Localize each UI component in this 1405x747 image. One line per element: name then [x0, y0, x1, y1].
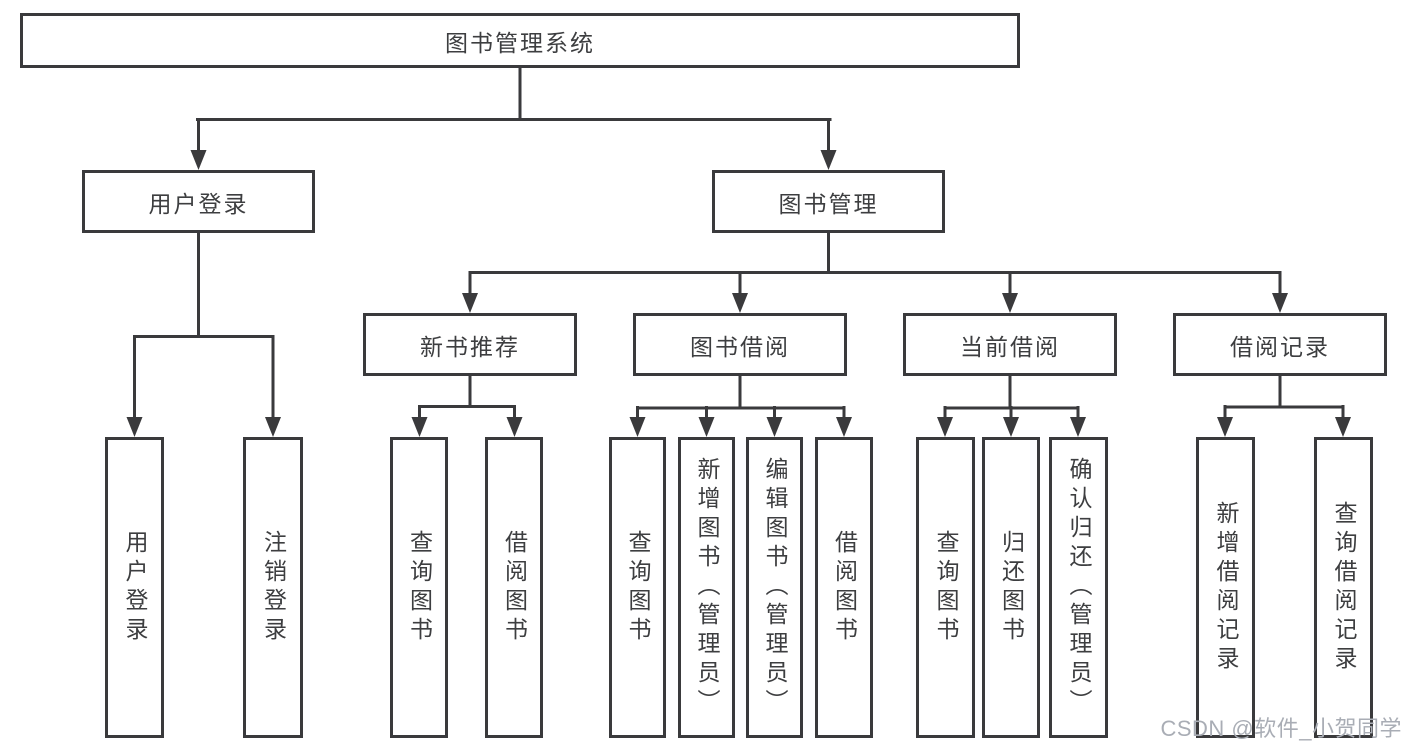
node-label: 图书借阅: [690, 333, 790, 360]
node-query-books-borrowing: 查询图书: [609, 437, 666, 738]
node-label: 查询图书: [933, 529, 959, 646]
node-book-borrowing: 图书借阅: [633, 313, 847, 376]
node-label: 当前借阅: [960, 333, 1060, 360]
node-label: 借阅记录: [1230, 333, 1330, 360]
connector-new-books-to-children: [418, 376, 516, 424]
node-label: 用户登录: [148, 190, 249, 217]
connector-user-login-to-children: [133, 233, 275, 424]
node-query-borrow-record: 查询借阅记录: [1314, 437, 1373, 738]
arrow-new-books: [462, 293, 478, 313]
node-label: 新增图书（管理员）: [694, 457, 720, 718]
arrow-borrow-records: [1272, 293, 1288, 313]
arrow-cb-query: [937, 417, 953, 437]
node-label: 确认归还（管理员）: [1066, 457, 1092, 718]
node-label: 图书管理: [778, 190, 879, 217]
node-confirm-return-admin: 确认归还（管理员）: [1049, 437, 1108, 738]
arrow-logout-leaf: [265, 417, 281, 437]
node-label: 归还图书: [998, 529, 1025, 646]
node-label: 查询图书: [625, 529, 651, 646]
node-label: 编辑图书（管理员）: [762, 457, 788, 718]
connector-book-borrow-to-children: [636, 376, 846, 424]
arrow-br-add: [1217, 417, 1233, 437]
node-add-book-admin: 新增图书（管理员）: [678, 437, 735, 738]
node-library-management-system: 图书管理系统: [20, 13, 1020, 68]
node-label: 注销登录: [260, 529, 287, 646]
node-new-book-recommendation: 新书推荐: [363, 313, 577, 376]
arrow-nb-query: [411, 417, 428, 437]
arrow-user-login: [190, 150, 207, 170]
arrow-nb-borrow: [506, 417, 523, 437]
arrow-cb-return: [1003, 417, 1019, 437]
node-add-borrow-record: 新增借阅记录: [1196, 437, 1255, 738]
connector-book-mgmt-to-level3: [468, 233, 1282, 300]
node-borrowing-records: 借阅记录: [1173, 313, 1387, 376]
node-query-books-current: 查询图书: [916, 437, 975, 738]
arrow-user-login-leaf: [126, 417, 143, 437]
connector-current-borrow-to-children: [943, 376, 1080, 424]
arrow-book-borrow: [732, 293, 748, 313]
node-borrow-books-borrowing: 借阅图书: [815, 437, 873, 738]
arrow-br-query: [1335, 417, 1351, 437]
arrow-book-mgmt: [820, 150, 837, 170]
node-label: 新书推荐: [420, 333, 520, 360]
node-label: 借阅图书: [501, 529, 528, 646]
connector-borrow-records-to-children: [1223, 376, 1345, 424]
arrow-bb-borrow: [836, 417, 852, 437]
csdn-watermark: CSDN @软件_小贺同学: [1160, 716, 1402, 741]
node-edit-book-admin: 编辑图书（管理员）: [746, 437, 803, 738]
node-label: 查询图书: [406, 529, 433, 646]
arrow-cb-confirm: [1070, 417, 1086, 437]
node-label: 新增借阅记录: [1213, 500, 1239, 675]
node-borrow-books-recommend: 借阅图书: [485, 437, 543, 738]
node-query-books-recommend: 查询图书: [390, 437, 448, 738]
node-return-books: 归还图书: [982, 437, 1040, 738]
node-user-login: 用户登录: [82, 170, 315, 233]
arrow-current-borrow: [1002, 293, 1018, 313]
node-label: 图书管理系统: [445, 29, 595, 56]
arrow-bb-query: [629, 417, 646, 437]
arrow-bb-edit: [766, 417, 783, 437]
node-user-login-leaf: 用户登录: [105, 437, 164, 738]
connector-root-to-level2: [196, 68, 832, 156]
arrow-bb-add: [698, 417, 715, 437]
node-logout-leaf: 注销登录: [243, 437, 303, 738]
node-label: 借阅图书: [831, 529, 858, 646]
node-label: 用户登录: [122, 529, 148, 646]
node-label: 查询借阅记录: [1331, 500, 1357, 675]
node-current-borrowing: 当前借阅: [903, 313, 1117, 376]
node-book-management: 图书管理: [712, 170, 945, 233]
